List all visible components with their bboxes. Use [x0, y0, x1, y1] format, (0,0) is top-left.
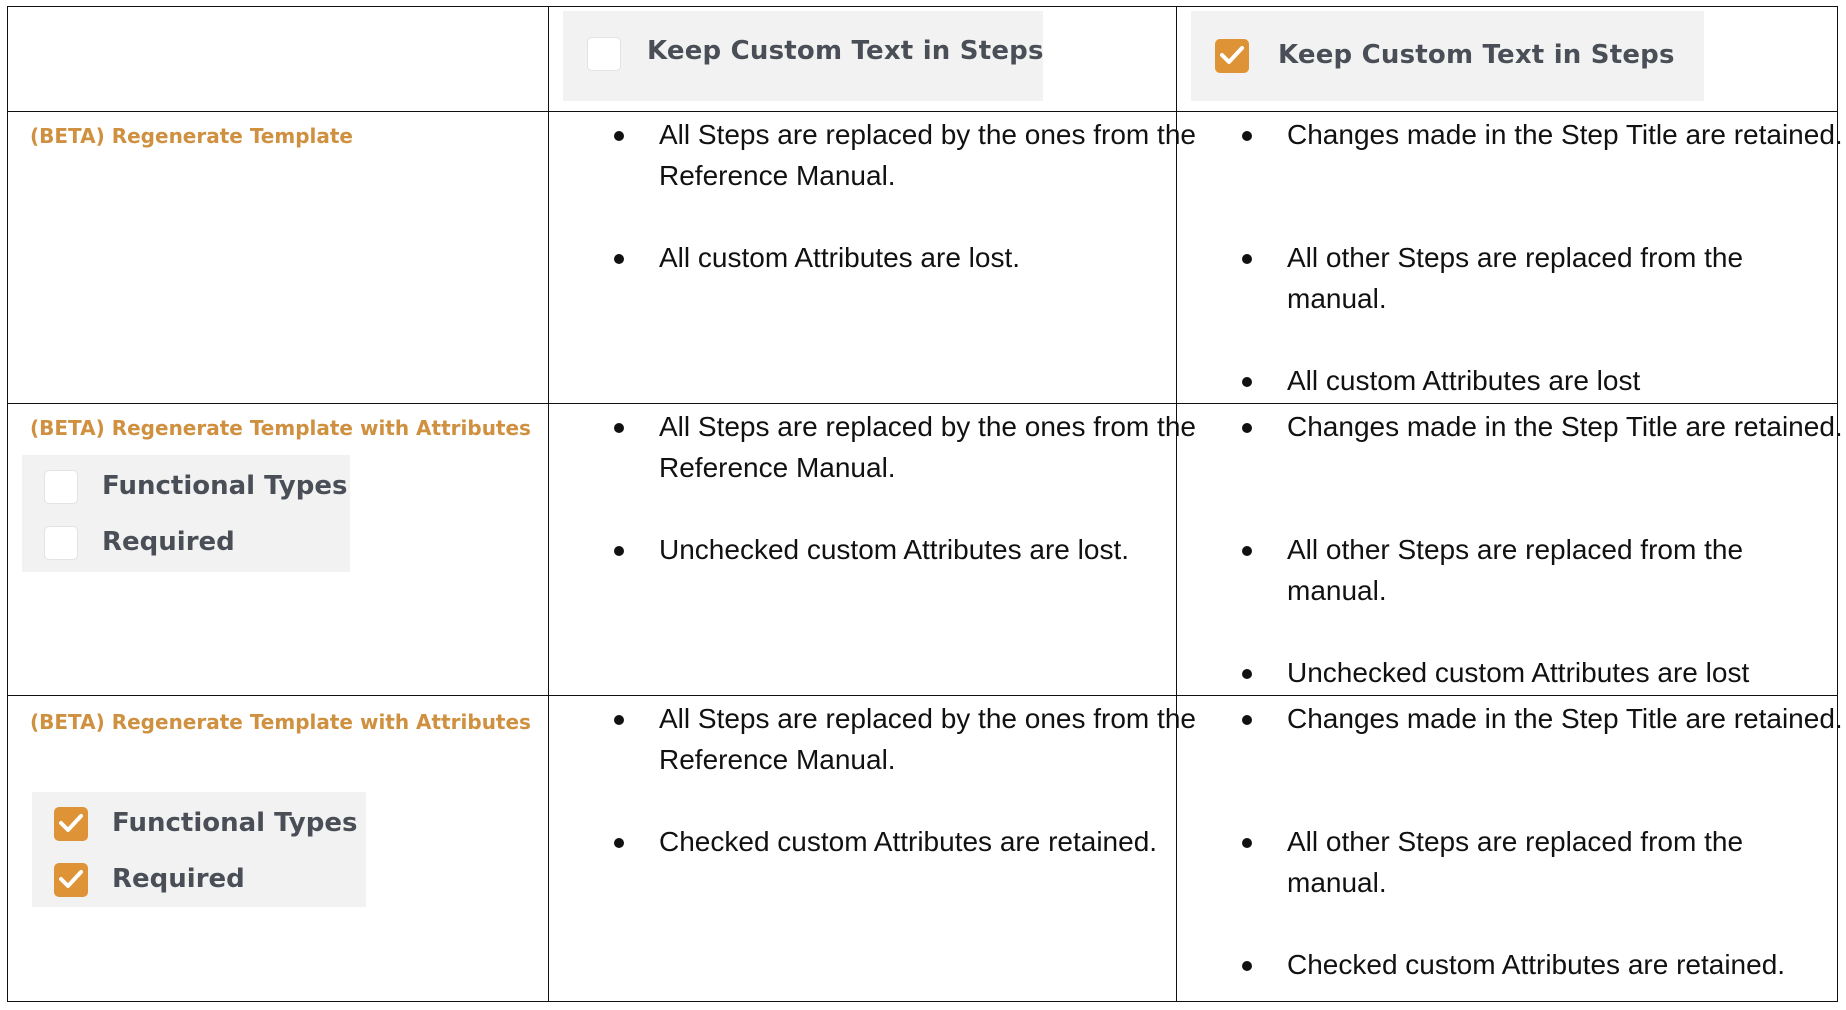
- list-item: All Steps are replaced by the ones from …: [614, 114, 1219, 196]
- list-item: All other Steps are replaced from the ma…: [1242, 237, 1846, 319]
- list-item: Checked custom Attributes are retained.: [1242, 944, 1846, 985]
- unchecked-checkbox-icon: [587, 37, 621, 71]
- attribute-options-panel: Functional Types Required: [32, 792, 366, 907]
- checked-checkbox-icon: [1215, 39, 1249, 73]
- comparison-table: Keep Custom Text in Steps Keep Custom Te…: [7, 6, 1843, 1002]
- checked-outcome-cell: Changes made in the Step Title are retai…: [1176, 695, 1843, 1002]
- regenerate-option-cell: (BETA) Regenerate Template with Attribut…: [7, 695, 549, 1002]
- unchecked-checkbox-icon: [44, 470, 78, 504]
- keep-custom-text-option-unchecked: Keep Custom Text in Steps: [563, 11, 1043, 101]
- header-row: Keep Custom Text in Steps Keep Custom Te…: [7, 6, 1838, 112]
- unchecked-outcome-cell: All Steps are replaced by the ones from …: [548, 695, 1196, 1002]
- checked-outcome-cell: Changes made in the Step Title are retai…: [1176, 403, 1843, 696]
- functional-types-label: Functional Types: [112, 808, 358, 838]
- keep-custom-text-label: Keep Custom Text in Steps: [647, 36, 1044, 66]
- list-item: Unchecked custom Attributes are lost: [1242, 652, 1846, 693]
- list-item: All custom Attributes are lost: [1242, 360, 1846, 401]
- table-row: (BETA) Regenerate Template with Attribut…: [7, 403, 1843, 696]
- keep-custom-text-option-checked: Keep Custom Text in Steps: [1191, 11, 1704, 101]
- header-empty-cell: [7, 6, 549, 112]
- checked-checkbox-icon: [54, 863, 88, 897]
- header-unchecked-cell: Keep Custom Text in Steps: [548, 6, 1177, 112]
- attribute-options-panel: Functional Types Required: [22, 455, 350, 572]
- table-row: (BETA) Regenerate Template All Steps are…: [7, 111, 1843, 404]
- list-item: Changes made in the Step Title are retai…: [1242, 698, 1846, 739]
- list-item: Unchecked custom Attributes are lost.: [614, 529, 1219, 570]
- list-item: All other Steps are replaced from the ma…: [1242, 821, 1846, 903]
- beta-option-title: (BETA) Regenerate Template with Attribut…: [30, 416, 531, 440]
- checked-checkbox-icon: [54, 807, 88, 841]
- table-row: (BETA) Regenerate Template with Attribut…: [7, 695, 1843, 1002]
- required-label: Required: [102, 527, 235, 557]
- unchecked-outcome-cell: All Steps are replaced by the ones from …: [548, 111, 1196, 404]
- regenerate-option-cell: (BETA) Regenerate Template: [7, 111, 549, 404]
- unchecked-checkbox-icon: [44, 526, 78, 560]
- required-label: Required: [112, 864, 245, 894]
- list-item: Checked custom Attributes are retained.: [614, 821, 1219, 862]
- unchecked-outcome-cell: All Steps are replaced by the ones from …: [548, 403, 1196, 696]
- list-item: All Steps are replaced by the ones from …: [614, 698, 1219, 780]
- list-item: All Steps are replaced by the ones from …: [614, 406, 1219, 488]
- list-item: Changes made in the Step Title are retai…: [1242, 406, 1846, 447]
- keep-custom-text-label: Keep Custom Text in Steps: [1278, 40, 1675, 70]
- regenerate-option-cell: (BETA) Regenerate Template with Attribut…: [7, 403, 549, 696]
- list-item: Changes made in the Step Title are retai…: [1242, 114, 1846, 155]
- header-checked-cell: Keep Custom Text in Steps: [1176, 6, 1838, 112]
- checked-outcome-cell: Changes made in the Step Title are retai…: [1176, 111, 1843, 404]
- beta-option-title: (BETA) Regenerate Template with Attribut…: [30, 710, 531, 734]
- list-item: All custom Attributes are lost.: [614, 237, 1219, 278]
- list-item: All other Steps are replaced from the ma…: [1242, 529, 1846, 611]
- beta-option-title: (BETA) Regenerate Template: [30, 124, 353, 148]
- functional-types-label: Functional Types: [102, 471, 348, 501]
